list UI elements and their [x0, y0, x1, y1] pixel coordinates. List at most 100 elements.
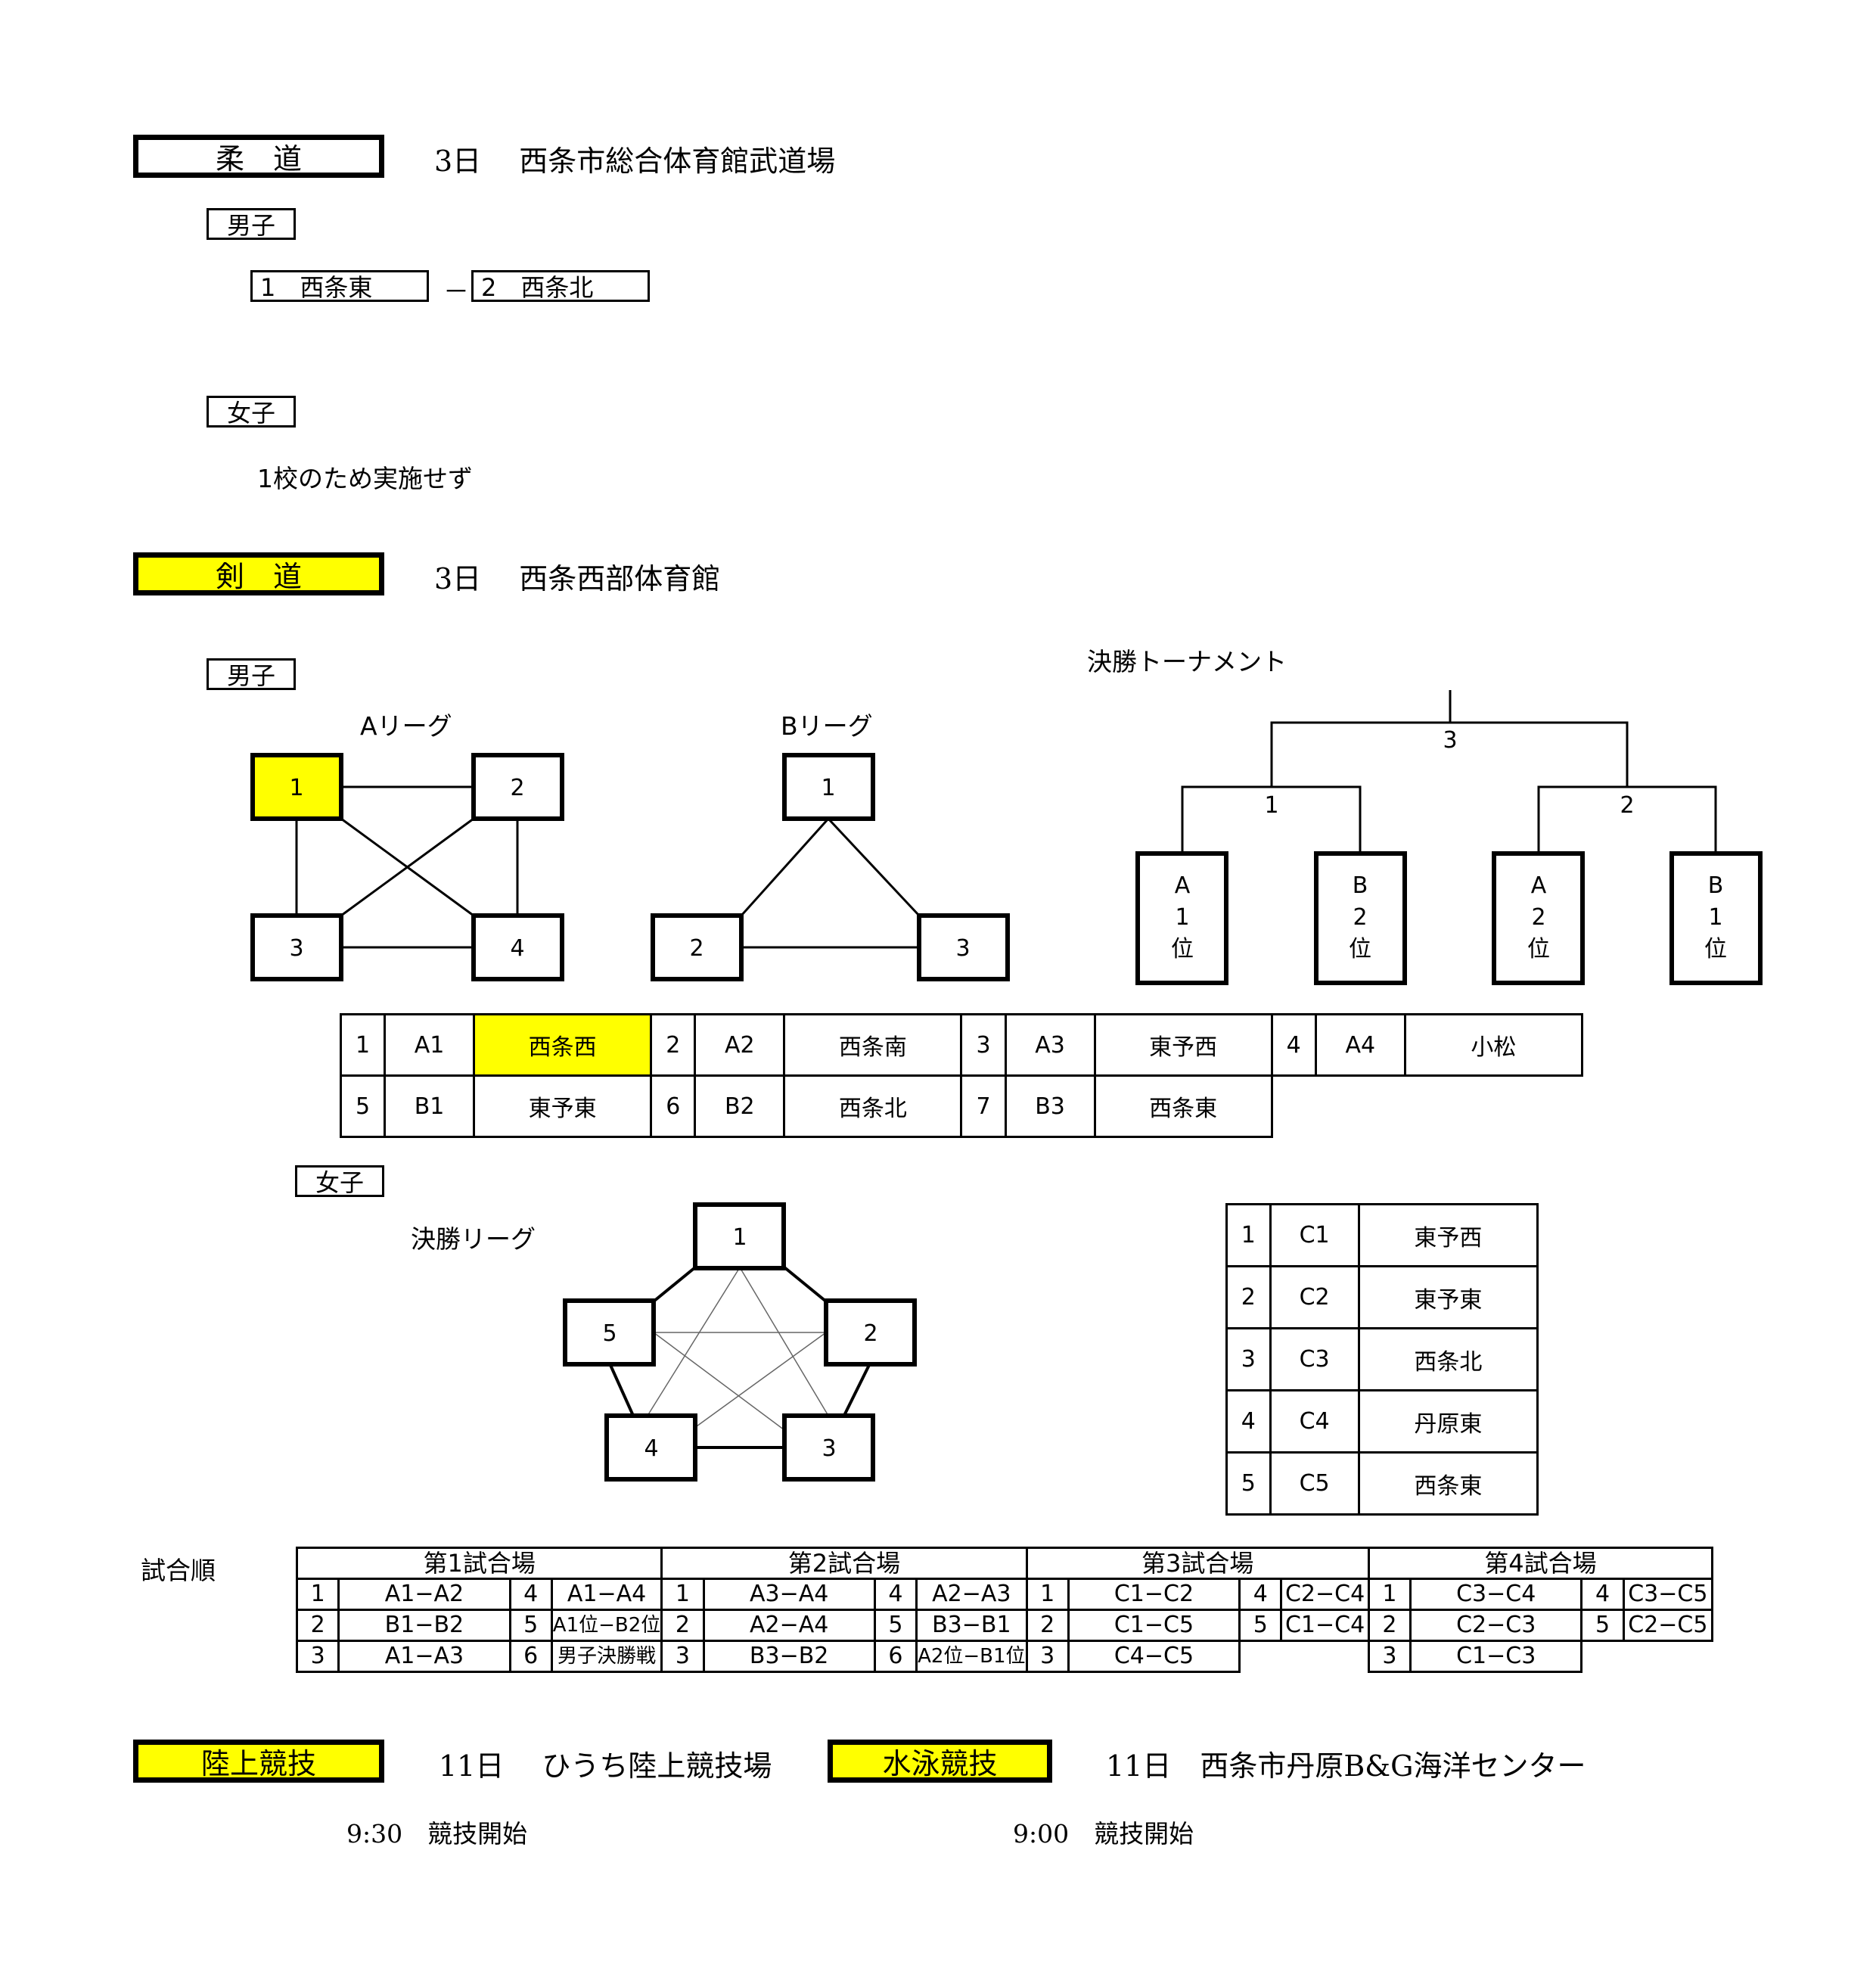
- entry-3-line-1: A: [1531, 872, 1547, 899]
- match-pair: C1−C3: [1409, 1640, 1583, 1673]
- swimming-info: 11日 西条市丹原B&G海洋センター: [1106, 1749, 1586, 1783]
- match-order-label: 試合順: [141, 1556, 216, 1585]
- semi-left-bracket: [1181, 785, 1362, 854]
- b-line-1-2: [740, 817, 830, 917]
- team-no: 2: [1225, 1265, 1272, 1329]
- match-no: 4: [873, 1578, 918, 1611]
- final-number: 3: [1443, 727, 1457, 754]
- swimming-section-title: 水泳競技: [828, 1740, 1052, 1783]
- a-node-2-label: 2: [510, 775, 524, 801]
- team-code: B1: [384, 1074, 476, 1138]
- a-node-1-label: 1: [289, 775, 303, 801]
- team-no: 3: [960, 1013, 1007, 1077]
- team-no: 7: [960, 1074, 1007, 1138]
- entry-3-line-3: 位: [1527, 936, 1550, 962]
- match-no: 6: [508, 1640, 553, 1673]
- b-line-1-3: [827, 817, 921, 917]
- table-row: 5 B1 東予東 6 B2 西条北 7 B3 西条東: [339, 1074, 1582, 1138]
- team-no: 4: [1270, 1013, 1317, 1077]
- match-pair: C4−C5: [1067, 1640, 1241, 1673]
- girls-league-title: 決勝リーグ: [411, 1224, 536, 1254]
- table-row: 2 B1−B2 5 A1位−B2位 2 A2−A4 5 B3−B1 2 C1−C…: [295, 1609, 1714, 1642]
- entry-4-line-2: 1: [1708, 904, 1722, 931]
- judo-match-left: 1 西条東: [250, 270, 429, 302]
- team-code: A3: [1004, 1013, 1096, 1077]
- team-no: 3: [1225, 1327, 1272, 1391]
- b-node-1: [782, 753, 875, 821]
- match-no: 1: [1025, 1578, 1070, 1611]
- match-pair: A3−A4: [702, 1578, 876, 1611]
- match-pair: A2−A3: [915, 1578, 1028, 1611]
- empty-cell: [1580, 1640, 1624, 1672]
- venue-header: 第2試合場: [660, 1547, 1028, 1580]
- match-pair: A2−A4: [702, 1609, 876, 1642]
- entry-2-line-1: B: [1353, 872, 1368, 899]
- b-league-title: Bリーグ: [781, 711, 873, 741]
- team-code: A4: [1314, 1013, 1406, 1077]
- g-line-1-4: [647, 1267, 741, 1416]
- judo-info: 3日 西条市総合体育館武道場: [434, 145, 836, 178]
- a-node-4: [471, 913, 564, 981]
- judo-match-right: 2 西条北: [471, 270, 650, 302]
- b-node-1-label: 1: [821, 775, 835, 801]
- judo-boys-label: 男子: [207, 208, 296, 240]
- swimming-start: 9:00 競技開始: [1013, 1819, 1194, 1849]
- empty-cell: [1281, 1640, 1369, 1672]
- tournament-bracket: [1181, 690, 1717, 854]
- a-node-2: [471, 753, 564, 821]
- tournament-entry-2: [1314, 851, 1407, 985]
- kendo-girls-label: 女子: [295, 1165, 384, 1197]
- judo-section-title: 柔 道: [133, 135, 384, 178]
- g-node-2: [824, 1298, 917, 1367]
- match-pair: C2−C5: [1622, 1609, 1714, 1642]
- match-pair: B3−B1: [915, 1609, 1028, 1642]
- team-name: 小松: [1403, 1013, 1584, 1077]
- kendo-title-text: 剣 道: [215, 560, 302, 593]
- kendo-info: 3日 西条西部体育館: [434, 562, 721, 595]
- match-no: 1: [1367, 1578, 1412, 1611]
- semi-left-number: 1: [1264, 792, 1278, 819]
- a-line-2-3: [340, 817, 474, 917]
- athletics-title-text: 陸上競技: [200, 1747, 316, 1780]
- g-node-1-label: 1: [732, 1224, 747, 1251]
- tournament-entry-3: [1492, 851, 1585, 985]
- team-no: 5: [339, 1074, 387, 1138]
- entry-4-line-3: 位: [1704, 936, 1727, 962]
- b-node-2: [651, 913, 744, 981]
- g-line-1-2: [783, 1266, 828, 1303]
- team-name: 西条南: [783, 1013, 963, 1077]
- team-name: 西条北: [1357, 1327, 1539, 1391]
- a-league-title: Aリーグ: [360, 711, 452, 741]
- g-node-1: [693, 1202, 786, 1270]
- match-no: 5: [1238, 1609, 1283, 1642]
- entry-2-line-3: 位: [1349, 936, 1371, 962]
- g-node-4: [604, 1413, 697, 1482]
- team-code: B3: [1004, 1074, 1096, 1138]
- team-code: B2: [694, 1074, 786, 1138]
- team-no: 1: [1225, 1203, 1272, 1267]
- a-league-nodes: 1 2 3 4: [250, 753, 564, 981]
- match-no: 2: [295, 1609, 340, 1642]
- team-no: 6: [650, 1074, 697, 1138]
- team-name: 西条北: [783, 1074, 963, 1138]
- athletics-start: 9:30 競技開始: [346, 1819, 528, 1849]
- a-league-lines: [295, 785, 519, 949]
- b-node-2-label: 2: [689, 935, 704, 962]
- team-code: A1: [384, 1013, 476, 1077]
- team-name: 西条東: [1357, 1451, 1539, 1516]
- semi-right-bracket: [1537, 785, 1717, 854]
- team-name: 東予西: [1357, 1203, 1539, 1267]
- match-no: 4: [1580, 1578, 1625, 1611]
- team-name: 東予西: [1093, 1013, 1273, 1077]
- empty-cell: [1623, 1640, 1713, 1672]
- boys-team-table: 1 A1 西条西 2 A2 西条南 3 A3 東予西 4 A4 小松 5 B1 …: [339, 1013, 1584, 1138]
- team-no: 2: [650, 1013, 697, 1077]
- match-pair: 男子決勝戦: [550, 1640, 663, 1673]
- venue-header: 第3試合場: [1025, 1547, 1370, 1580]
- table-row: 1 A1−A2 4 A1−A4 1 A3−A4 4 A2−A3 1 C1−C2 …: [295, 1578, 1714, 1611]
- team-code: A2: [694, 1013, 786, 1077]
- match-no: 4: [508, 1578, 553, 1611]
